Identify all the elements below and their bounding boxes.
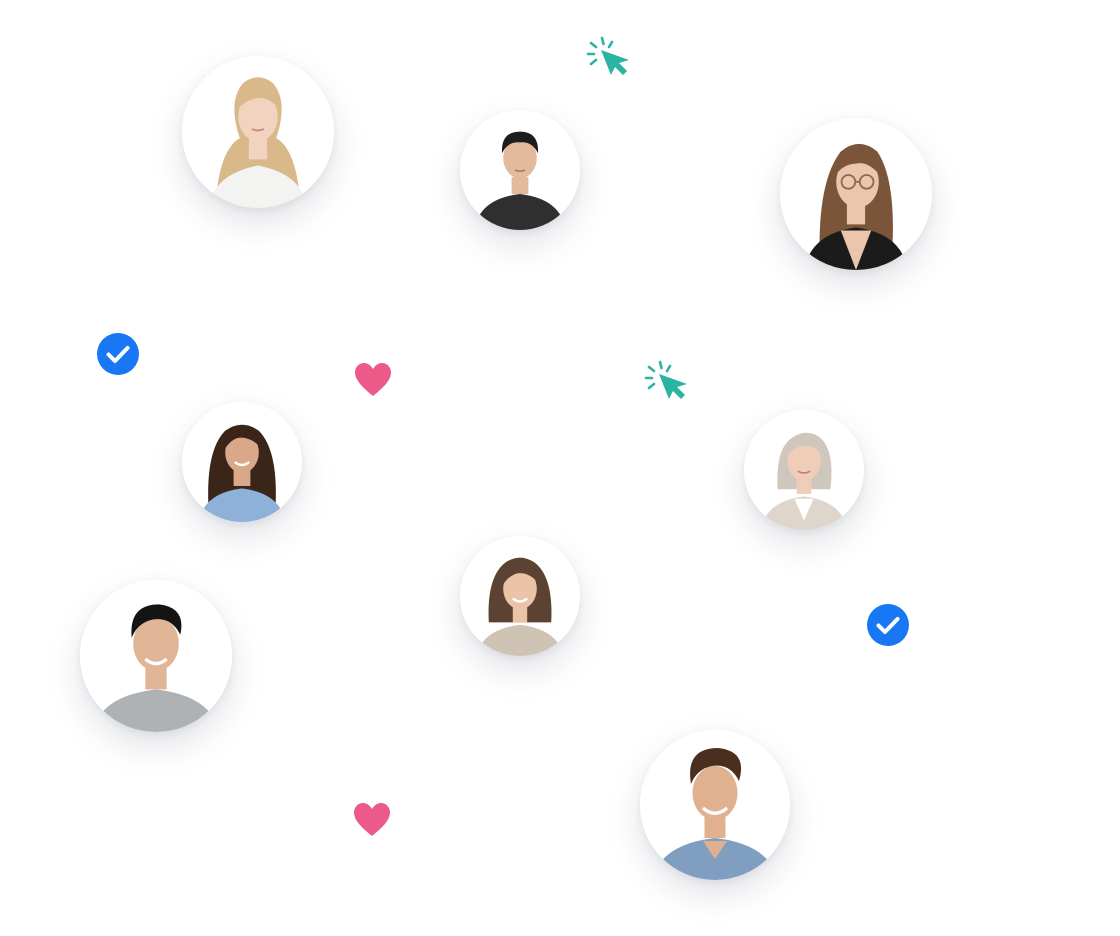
heart-icon [353, 802, 391, 838]
person-portrait [640, 730, 790, 880]
cursor-click-icon [644, 360, 690, 400]
person-portrait [460, 536, 580, 656]
profile-avatar [780, 118, 932, 270]
profile-avatar [460, 536, 580, 656]
person-portrait [780, 118, 932, 270]
person-portrait [744, 410, 864, 530]
profile-avatar [182, 56, 334, 208]
profile-avatar [182, 402, 302, 522]
profile-avatar [744, 410, 864, 530]
profile-avatar [460, 110, 580, 230]
profile-avatar [80, 580, 232, 732]
heart-icon [354, 362, 392, 398]
profile-avatar [640, 730, 790, 880]
check-circle-icon [866, 603, 910, 647]
person-portrait [182, 56, 334, 208]
person-portrait [460, 110, 580, 230]
cursor-click-icon [586, 36, 632, 76]
check-circle-icon [96, 332, 140, 376]
person-portrait [80, 580, 232, 732]
person-portrait [182, 402, 302, 522]
